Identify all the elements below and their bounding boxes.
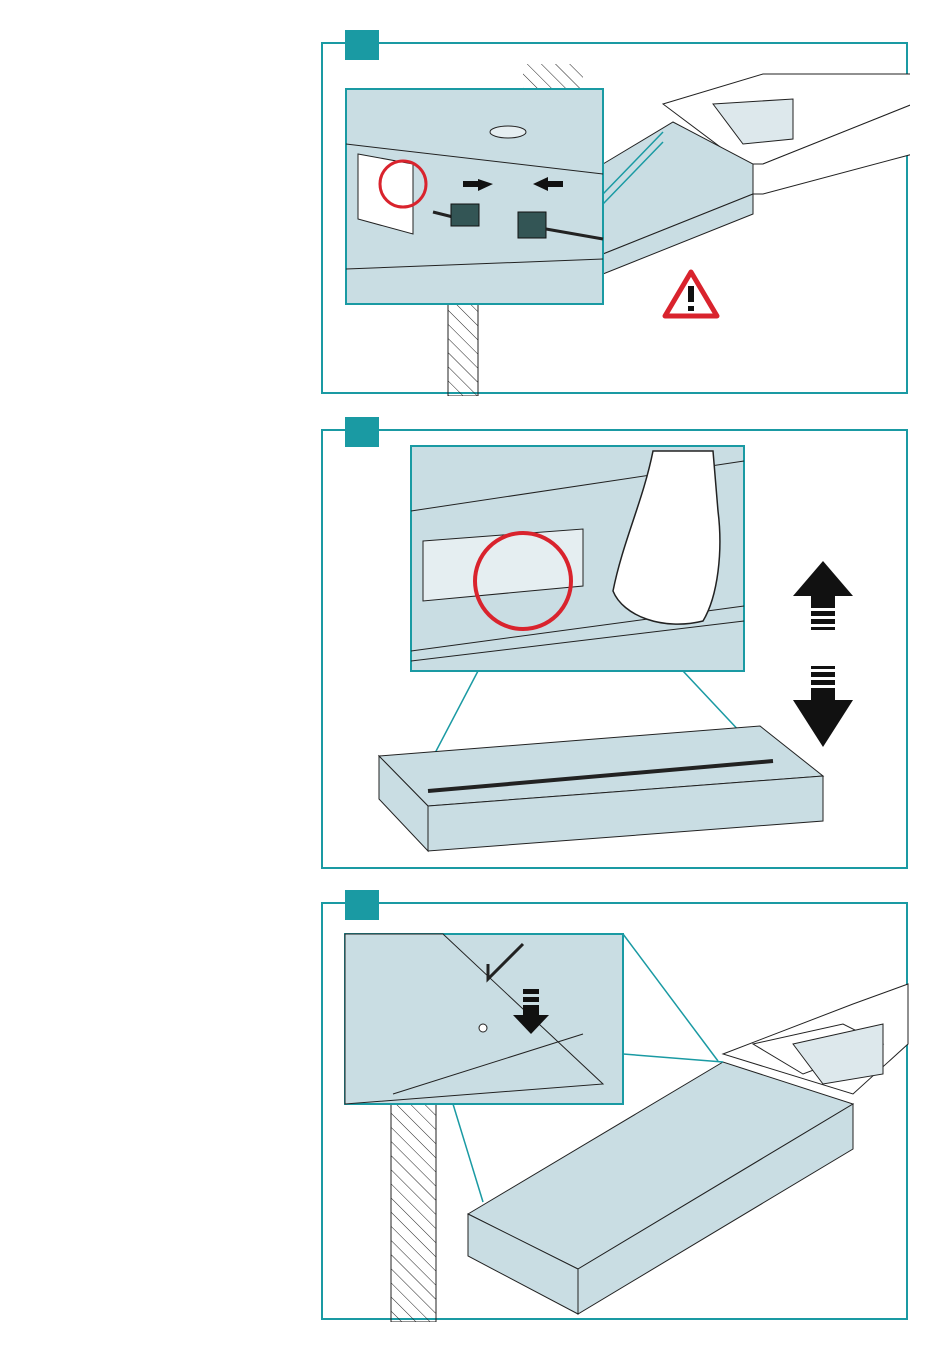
step-2-illustration xyxy=(323,431,910,871)
step-1-illustration xyxy=(323,44,910,396)
warning-triangle-icon xyxy=(665,272,717,316)
step-2-panel xyxy=(321,429,908,869)
step-3-panel xyxy=(321,902,908,1320)
step-3-illustration xyxy=(323,904,910,1322)
step-1-panel xyxy=(321,42,908,394)
up-down-arrow-icon xyxy=(793,561,853,747)
